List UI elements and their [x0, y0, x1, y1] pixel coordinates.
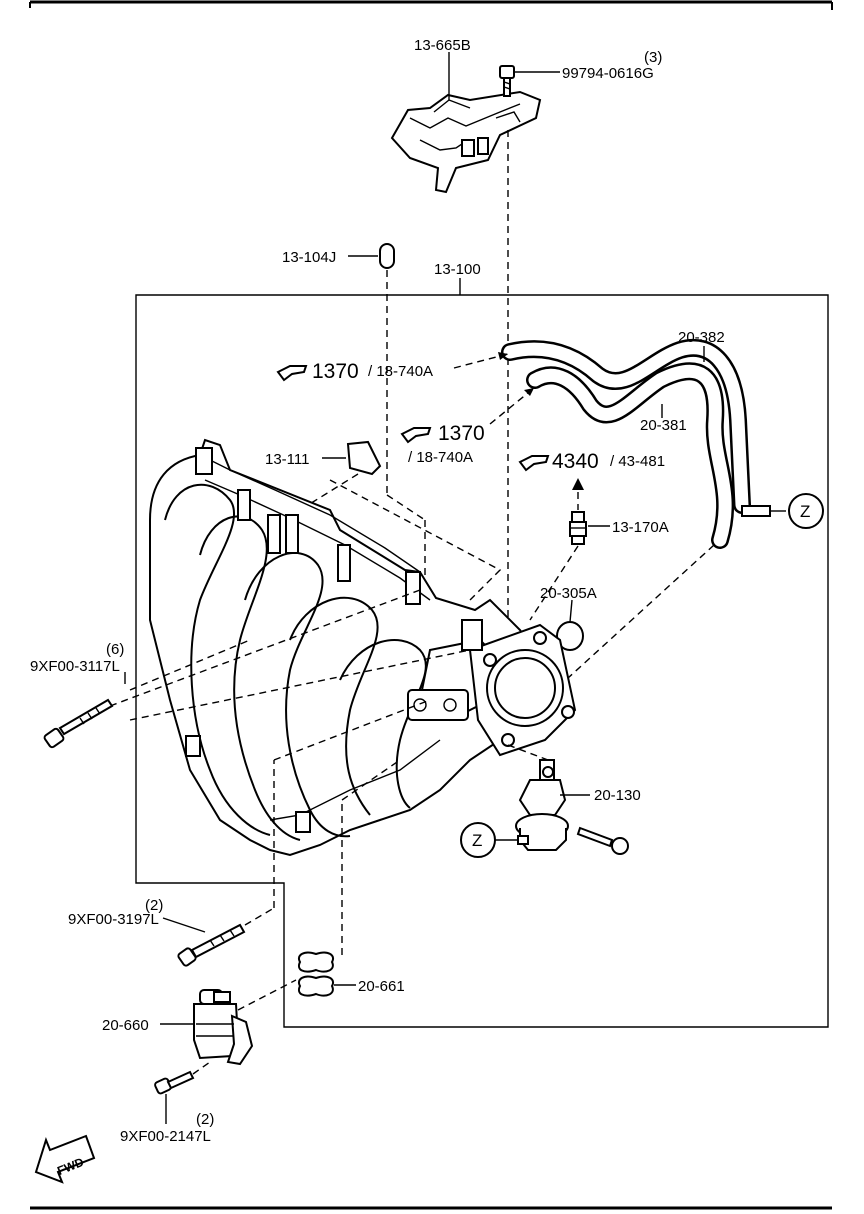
label-20-661: 20-661	[358, 978, 405, 995]
label-20-305a: 20-305A	[540, 585, 597, 602]
connector-z-left-label: Z	[472, 831, 482, 850]
valve-13-170a	[569, 511, 587, 545]
ref1-number: 1370	[312, 360, 359, 383]
hose-20-381	[526, 362, 735, 549]
ref3-sub: / 43-481	[610, 453, 665, 470]
arrow-up-4340	[572, 478, 584, 490]
valve-20-660	[193, 989, 254, 1066]
connector-z-right-label: Z	[800, 502, 810, 521]
label-99794: 99794-0616G	[562, 65, 654, 82]
connector-z-left	[460, 822, 496, 858]
label-20-130: 20-130	[594, 787, 641, 804]
ref2-sub: / 18-740A	[408, 449, 473, 466]
label-20-382: 20-382	[678, 329, 725, 346]
label-20-660: 20-660	[102, 1017, 149, 1034]
label-9xf00-3197: 9XF00-3197L	[68, 911, 159, 928]
bolt-9xf00-2147l	[154, 1070, 195, 1095]
label-9xf00-3117-qty: (6)	[106, 641, 124, 658]
bolt-9xf00-3197l	[177, 923, 246, 967]
ref-hand-icon-3	[518, 455, 550, 472]
label-13-100: 13-100	[434, 261, 481, 278]
label-9xf00-2147-qty: (2)	[196, 1111, 214, 1128]
ref1-sub: / 18-740A	[368, 363, 433, 380]
bracket-13-665b	[390, 90, 542, 194]
ref-hand-icon-2	[400, 427, 432, 444]
assembly-boundary	[135, 294, 829, 1028]
label-9xf00-3117: 9XF00-3117L	[30, 658, 120, 675]
connector-z-right	[788, 493, 824, 529]
gasket-13-111	[346, 440, 382, 476]
ref2-number: 1370	[438, 422, 485, 445]
label-9xf00-3197-qty: (2)	[145, 897, 163, 914]
plug-13-104j	[379, 243, 395, 269]
throttle-body	[407, 619, 577, 757]
actuator-20-130	[515, 759, 569, 851]
fwd-arrow-icon	[34, 1134, 96, 1184]
label-13-665b: 13-665B	[414, 37, 471, 54]
hose-20-382	[501, 338, 751, 514]
ref-hand-icon-1	[276, 365, 308, 382]
ref3-number: 4340	[552, 450, 599, 473]
label-13-104j: 13-104J	[282, 249, 336, 266]
label-9xf00-2147: 9XF00-2147L	[120, 1128, 211, 1145]
bolt-99794	[499, 65, 515, 97]
gasket-20-661	[298, 951, 334, 997]
bolt-9xf00-3117l	[43, 698, 114, 749]
label-13-111: 13-111	[265, 451, 309, 468]
label-99794-qty: (3)	[644, 49, 662, 66]
screw-20-130	[576, 826, 629, 855]
label-20-381: 20-381	[640, 417, 687, 434]
hose-end-stub	[741, 505, 771, 517]
label-13-170a: 13-170A	[612, 519, 669, 536]
